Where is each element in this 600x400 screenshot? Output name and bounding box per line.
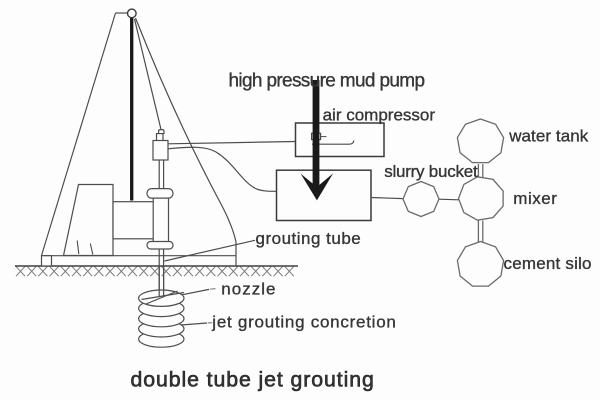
svg-text:slurry bucket: slurry bucket: [384, 162, 478, 181]
svg-text:grouting tube: grouting tube: [256, 229, 362, 248]
svg-text:nozzle: nozzle: [221, 280, 276, 299]
svg-text:air compressor: air compressor: [323, 105, 436, 124]
svg-text:high pressure mud pump: high pressure mud pump: [229, 71, 425, 92]
svg-text:double tube jet grouting: double tube jet grouting: [131, 368, 375, 392]
svg-text:water tank: water tank: [508, 126, 589, 145]
svg-text:jet grouting concretion: jet grouting concretion: [211, 313, 396, 332]
svg-text:mixer: mixer: [513, 189, 557, 208]
svg-text:cement silo: cement silo: [504, 254, 592, 273]
